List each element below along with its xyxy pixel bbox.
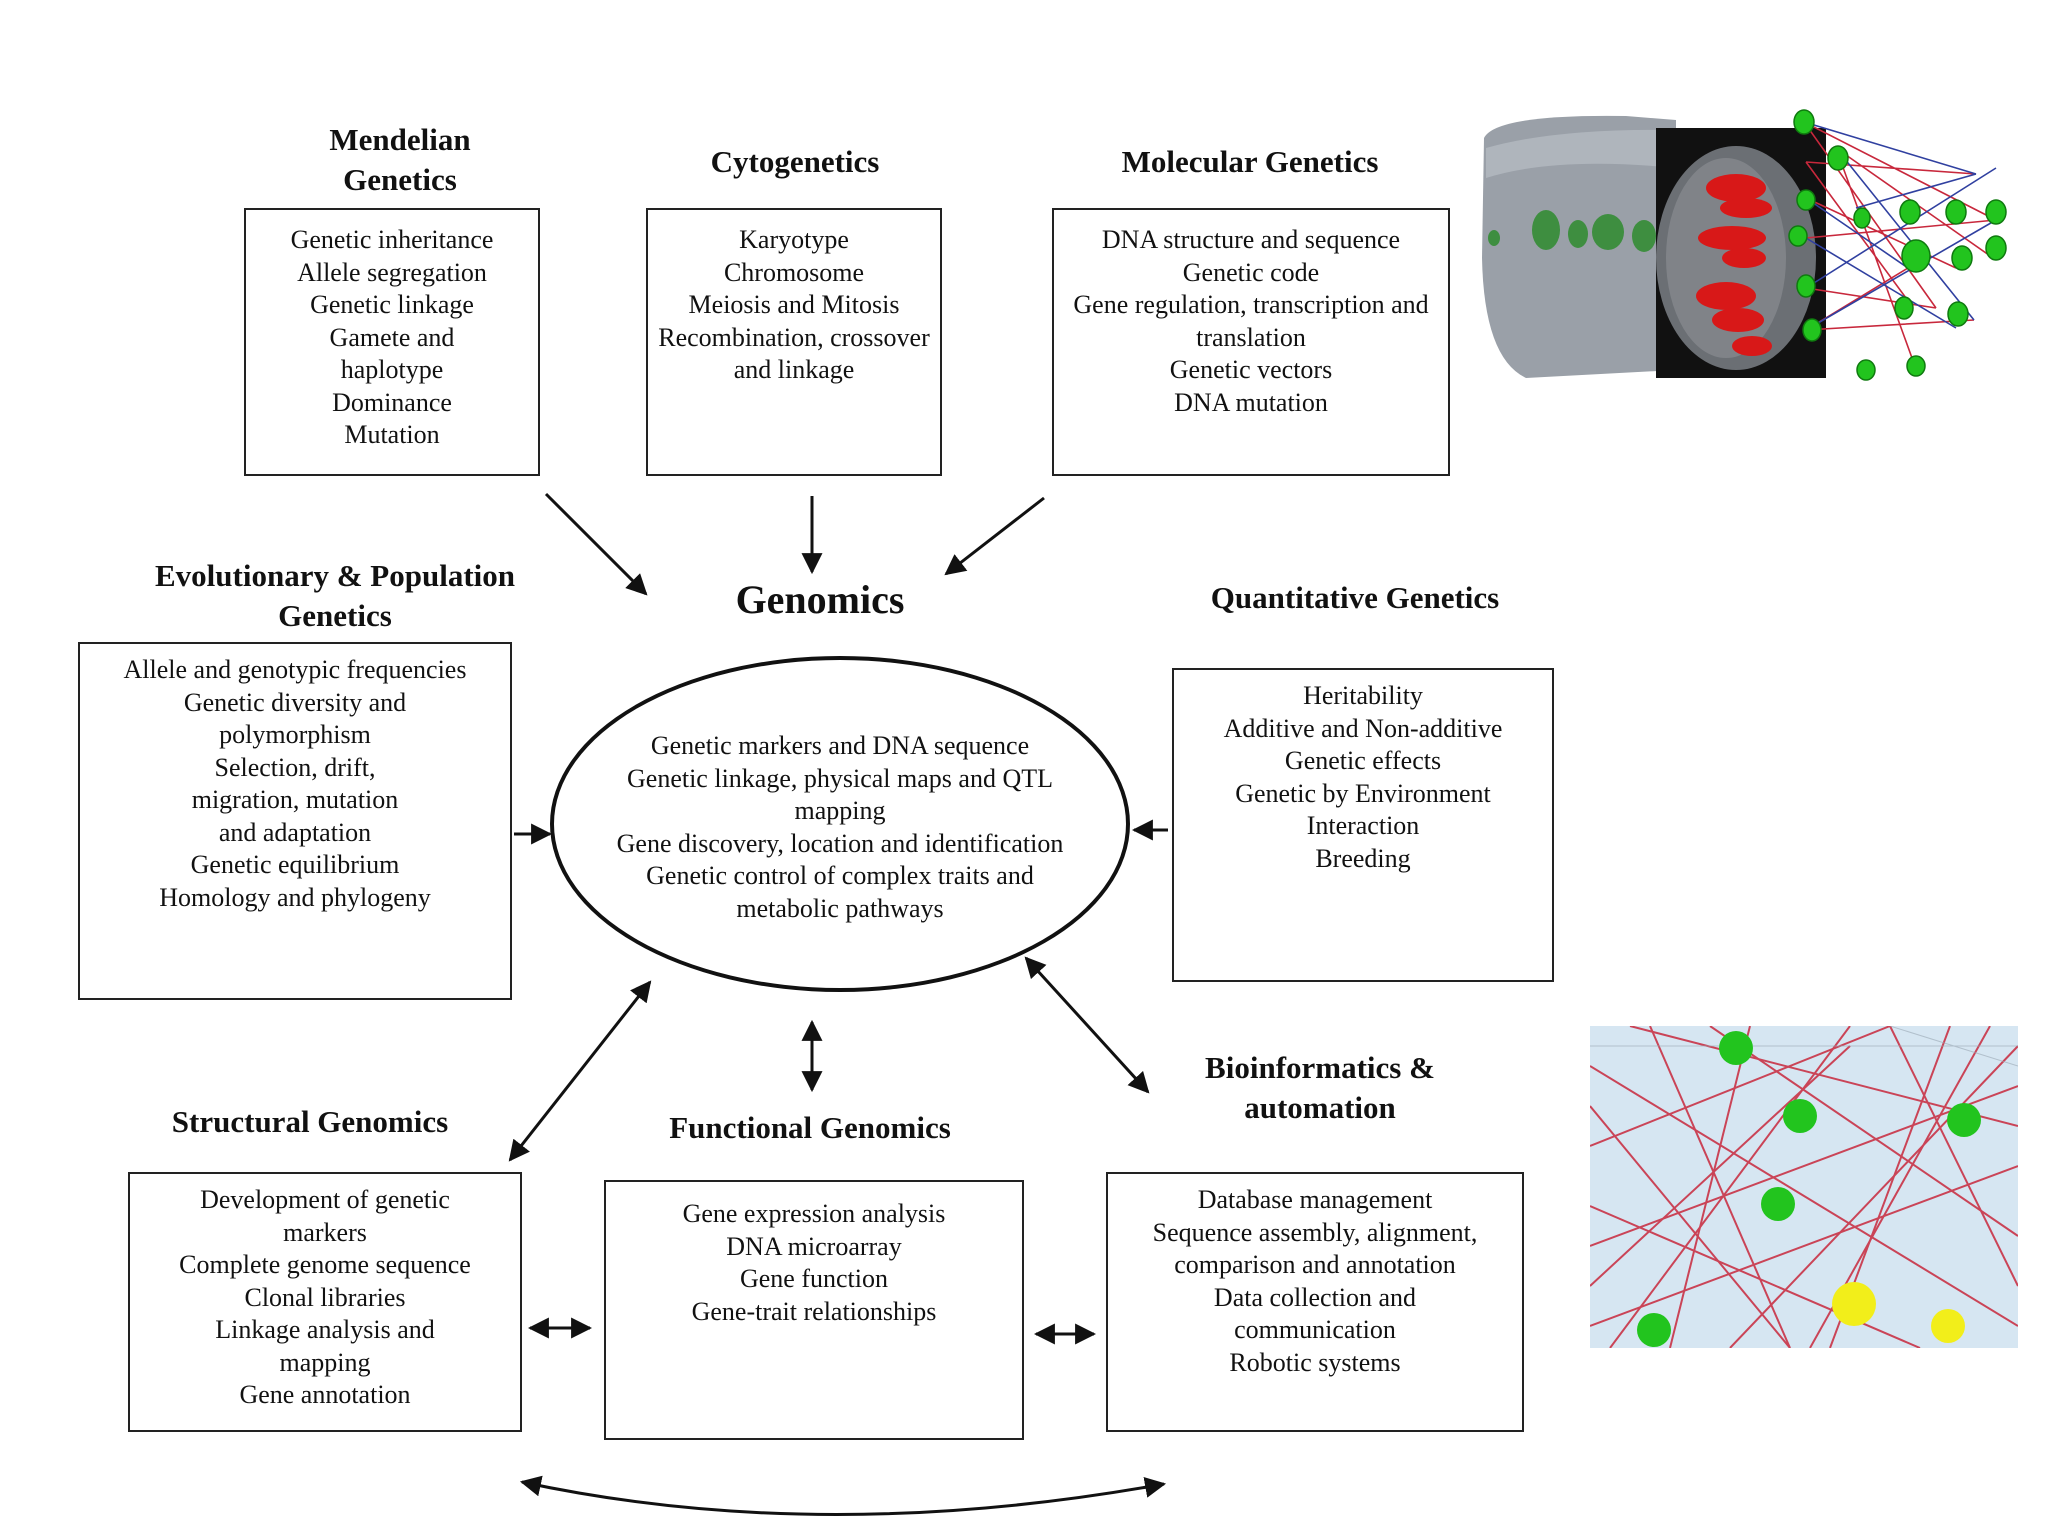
genomics-item: Gene discovery, location and identificat… [616,828,1064,858]
quantitative-item: Interaction [1306,811,1420,840]
quantitative-item: Breeding [1315,843,1411,873]
mendelian-item: Genetic inheritance [290,225,494,254]
molecular-genetics-box: DNA structure and sequence Genetic code … [1052,208,1450,476]
molecular-item: DNA mutation [1174,387,1328,417]
mendelian-item: Genetic linkage [310,290,474,319]
chromosome-network-illustration [1476,108,2016,384]
mendelian-item: Allele segregation [297,257,487,287]
mendelian-to-genomics-arrow [544,492,648,596]
genomics-bioinformatics-arrow [1024,956,1150,1094]
mendelian-item: Dominance [332,387,452,417]
quantitative-item: Additive and Non-additive [1223,713,1503,743]
quantitative-item: Genetic effects [1284,746,1442,775]
structural-item: Linkage analysis and mapping [215,1315,435,1377]
mendelian-genetics-box: Genetic inheritance Allele segregation G… [244,208,540,476]
genomics-title: Genomics [735,577,905,622]
molecular-to-genomics-arrow [944,496,1045,576]
network-map-illustration [1590,1026,2018,1348]
evolutionary-item: Homology and phylogeny [159,882,431,912]
quantitative-item: Genetic by Environment [1235,778,1491,808]
molecular-item: Genetic vectors [1169,355,1333,384]
evolutionary-item: and adaptation [218,817,372,847]
functional-item: Gene function [739,1264,888,1293]
structural-genomics-title: Structural Genomics [171,1104,449,1139]
cytogenetics-item: Meiosis and Mitosis [688,290,900,319]
genomics-ellipse: Genetic markers and DNA sequence Genetic… [550,656,1130,992]
molecular-genetics-title: Molecular Genetics [1121,144,1379,179]
structural-item: Clonal libraries [244,1282,406,1312]
structural-item: Gene annotation [239,1380,411,1409]
quantitative-genetics-title: Quantitative Genetics [1210,580,1500,615]
structural-genomics-box: Development of genetic markers Complete … [128,1172,522,1432]
cytogenetics-box: Karyotype Chromosome Meiosis and Mitosis… [646,208,942,476]
genomics-item: Genetic markers and DNA sequence [650,731,1030,760]
mendelian-item: Mutation [344,420,440,449]
quantitative-genetics-box: Heritability Additive and Non-additive G… [1172,668,1554,982]
bioinformatics-item: Robotic systems [1229,1347,1401,1377]
functional-item: Gene expression analysis [682,1199,946,1228]
structural-bioinformatics-arrow [519,1475,1167,1516]
genomics-item: Genetic linkage, physical maps and QTL m… [627,763,1053,826]
evolutionary-population-genetics-box: Allele and genotypic frequencies Genetic… [78,642,512,1000]
molecular-item: Genetic code [1182,257,1320,287]
genomics-item: Genetic control of complex traits and me… [646,861,1034,923]
functional-item: DNA microarray [726,1231,902,1261]
evolutionary-item: Selection, drift, migration, mutation [191,752,399,815]
functional-genomics-title: Functional Genomics [669,1110,951,1145]
molecular-item: Gene regulation, transcription and trans… [1073,290,1429,352]
mendelian-item: Gamete and haplotype [329,322,455,385]
molecular-item: DNA structure and sequence [1101,225,1401,254]
evolutionary-item: Genetic equilibrium [190,850,400,879]
structural-item: Development of genetic markers [200,1185,450,1247]
mendelian-genetics-title: Mendelian Genetics [329,122,471,197]
functional-genomics-box: Gene expression analysis DNA microarray … [604,1180,1024,1440]
structural-item: Complete genome sequence [179,1250,471,1279]
evolutionary-item: Genetic diversity and polymorphism [183,687,407,750]
bioinformatics-item: Sequence assembly, alignment, comparison… [1152,1217,1478,1280]
bioinformatics-item: Database management [1197,1185,1433,1214]
bioinformatics-item: Data collection and communication [1213,1282,1417,1345]
functional-item: Gene-trait relationships [691,1296,937,1326]
bioinformatics-automation-title: Bioinformatics & automation [1205,1050,1435,1125]
cytogenetics-item: Karyotype [739,225,849,254]
evolutionary-item: Allele and genotypic frequencies [123,655,467,684]
cytogenetics-title: Cytogenetics [710,144,880,179]
bioinformatics-automation-box: Database management Sequence assembly, a… [1106,1172,1524,1432]
cytogenetics-item: Chromosome [723,257,865,287]
quantitative-item: Heritability [1303,681,1423,710]
genomics-structural-arrow [508,980,652,1162]
evolutionary-population-genetics-title: Evolutionary & Population Genetics [155,558,515,633]
cytogenetics-item: Recombination, crossover and linkage [658,322,930,385]
